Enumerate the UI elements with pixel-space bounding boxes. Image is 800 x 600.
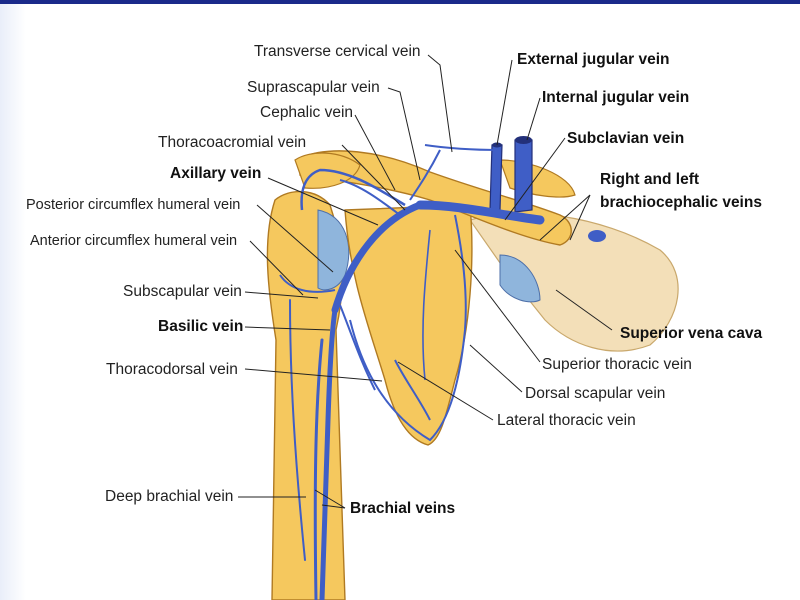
subclavian-vein: [415, 200, 545, 225]
label-suprascapular-vein: Suprascapular vein: [247, 79, 380, 96]
label-thoracodorsal-vein: Thoracodorsal vein: [106, 361, 238, 378]
first-rib: [499, 159, 576, 198]
axillary-vein: [331, 201, 424, 314]
label-dorsal-scapular-vein: Dorsal scapular vein: [525, 385, 666, 402]
scapular-border-vein-path: [349, 214, 467, 442]
label-internal-jugular-vein: Internal jugular vein: [542, 89, 690, 106]
lateral-thoracic-vein-path: [394, 359, 431, 421]
scapula: [344, 204, 473, 446]
label-transverse-cervical-vein: Transverse cervical vein: [254, 43, 421, 60]
label-cephalic-vein: Cephalic vein: [260, 104, 354, 121]
transverse-cervical-vein-path: [424, 144, 501, 151]
label-posterior-circumflex-humeral-vein: Posterior circumflex humeral vein: [26, 197, 241, 213]
leader-lines: [238, 54, 613, 509]
label-anterior-circumflex-humeral-vein: Anterior circumflex humeral vein: [30, 233, 238, 249]
deep-brachial-vein-path: [289, 299, 306, 561]
label-superior-vena-cava: Superior vena cava: [620, 325, 763, 342]
label-axillary-vein: Axillary vein: [170, 165, 262, 182]
label-right-and-left: Right and left: [600, 171, 700, 188]
external-jugular-vein: [489, 144, 503, 211]
label-subscapular-vein: Subscapular vein: [123, 283, 242, 300]
costal-cartilage: [499, 254, 541, 303]
label-brachial-veins: Brachial veins: [350, 500, 456, 517]
brachial-vein-path: [313, 338, 324, 600]
label-basilic-vein: Basilic vein: [158, 318, 244, 335]
label-superior-thoracic-vein: Superior thoracic vein: [542, 356, 692, 373]
scapula-branch-vein-path: [422, 229, 431, 381]
thoracoacromial-vein-path: [339, 179, 401, 216]
label-subclavian-vein: Subclavian vein: [567, 130, 685, 147]
basilic-vein-path: [319, 307, 338, 600]
suprascapular-vein-path: [409, 149, 441, 201]
label-external-jugular-vein: External jugular vein: [517, 51, 670, 68]
internal-jugular-vein-cut: [515, 136, 532, 144]
subscapular-vein-path: [339, 304, 376, 391]
circumflex-vein-path: [279, 274, 336, 293]
brachiocephalic-vein-stump: [588, 230, 606, 242]
internal-jugular-vein: [514, 139, 533, 213]
label-lateral-thoracic-vein: Lateral thoracic vein: [497, 412, 636, 429]
clavicle: [299, 150, 572, 246]
top-border: [0, 0, 800, 4]
label-thoracoacromial-vein: Thoracoacromial vein: [158, 134, 307, 151]
label-deep-brachial-vein: Deep brachial vein: [105, 488, 234, 505]
cephalic-vein-path: [300, 168, 406, 211]
label-brachiocephalic-veins: brachiocephalic veins: [600, 194, 762, 211]
